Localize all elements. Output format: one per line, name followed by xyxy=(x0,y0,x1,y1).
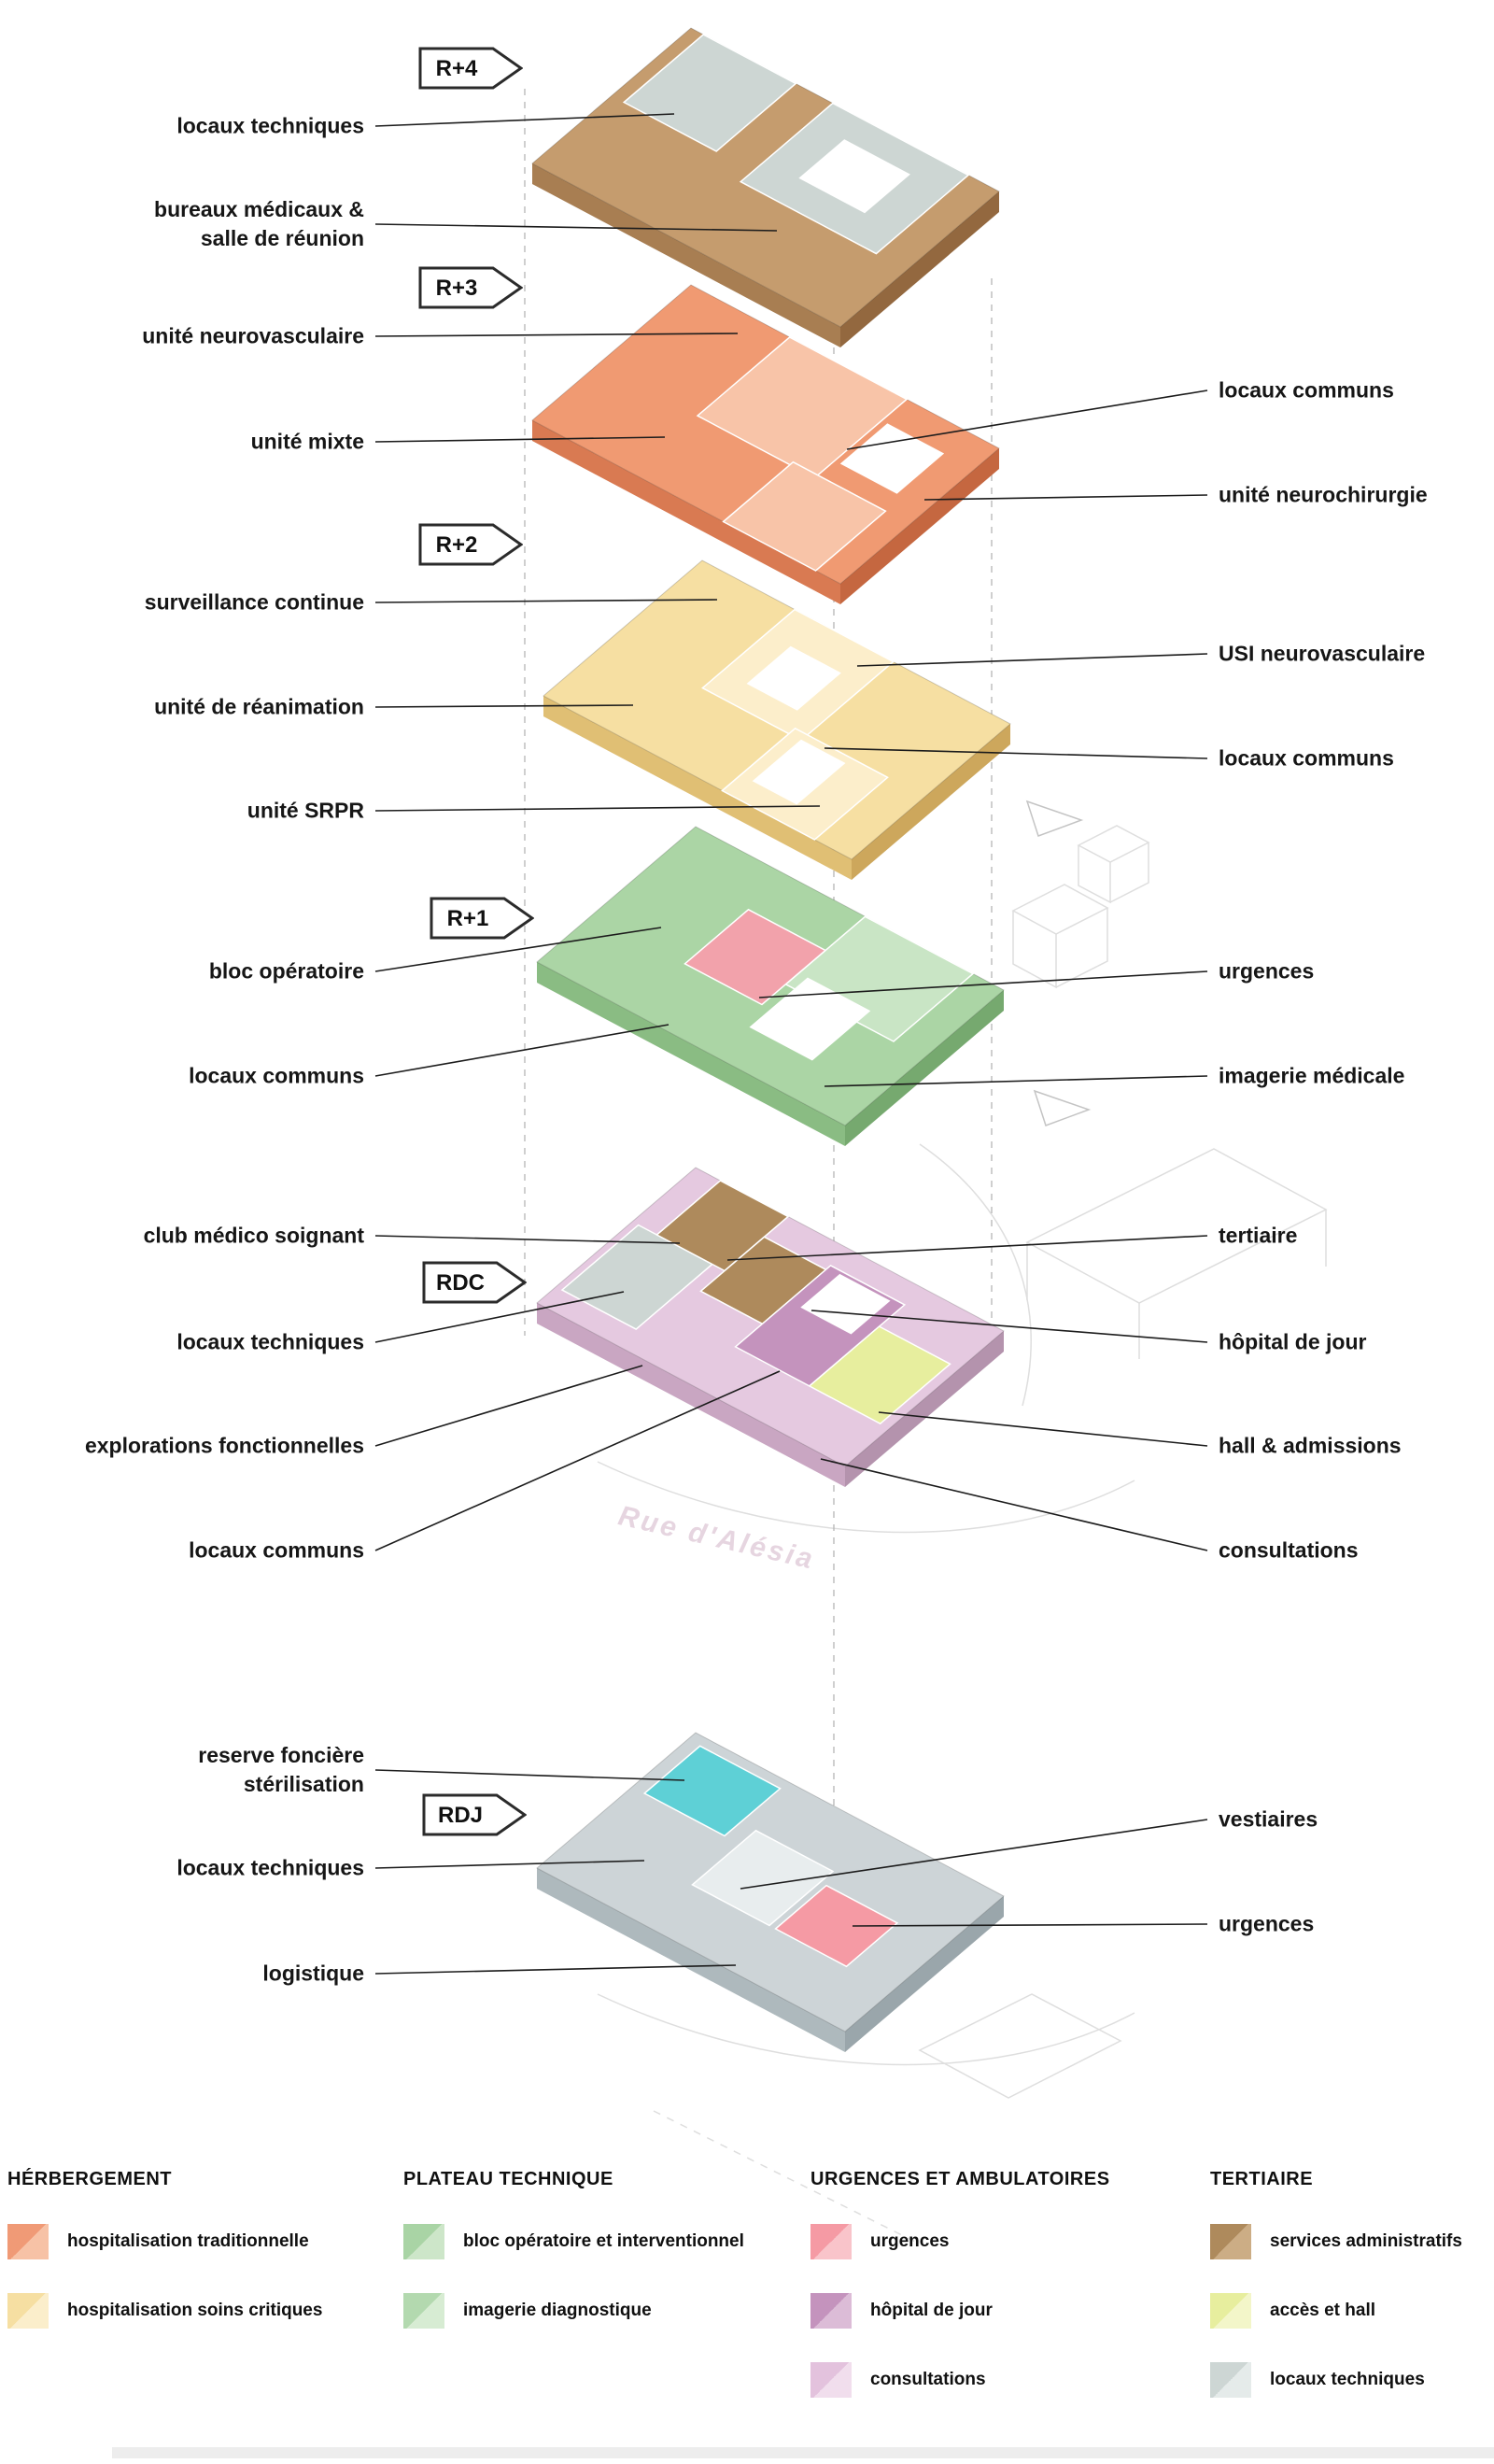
legend-section-title: PLATEAU TECHNIQUE xyxy=(403,2169,613,2189)
legend-item-label: bloc opératoire et interventionnel xyxy=(463,2231,744,2251)
legend-color-swatch xyxy=(1210,2362,1251,2398)
floor-plate-r3 xyxy=(531,284,1000,604)
legend-color-swatch xyxy=(810,2293,852,2329)
flow-arrow-icons xyxy=(1025,800,1092,1126)
legend-color-swatch xyxy=(403,2224,444,2259)
legend-color-swatch xyxy=(7,2293,49,2329)
legend-section-plateau-technique: PLATEAU TECHNIQUE bloc opératoire et inte… xyxy=(403,2169,810,2398)
legend-color-swatch xyxy=(403,2293,444,2329)
site-context-linework xyxy=(597,825,1328,2243)
legend-item-label: locaux techniques xyxy=(1270,2370,1425,2389)
legend-item-label: accès et hall xyxy=(1270,2301,1376,2320)
leader-line xyxy=(374,1365,643,1447)
legend-item-label: consultations xyxy=(870,2370,986,2389)
legend-item-label: imagerie diagnostique xyxy=(463,2301,652,2320)
leader-line xyxy=(374,436,666,443)
leader-line xyxy=(824,1075,1208,1087)
legend-item-acc-s-et-hall: accès et hall xyxy=(1210,2293,1494,2329)
leader-line xyxy=(824,747,1208,759)
legend-item-h-pital-de-jour: hôpital de jour xyxy=(810,2293,1210,2329)
leader-line xyxy=(374,805,821,812)
legend-color-swatch xyxy=(1210,2224,1251,2259)
arrow-icon xyxy=(1033,1089,1092,1126)
legend-item-hospitalisation-soins-critiques: hospitalisation soins critiques xyxy=(7,2293,403,2329)
leader-line xyxy=(374,1024,669,1077)
legend-section-title: URGENCES ET AMBULATOIRES xyxy=(810,2169,1110,2189)
floor-plates xyxy=(531,27,1011,2052)
legend-item-label: hospitalisation traditionnelle xyxy=(67,2231,309,2251)
leader-line xyxy=(374,1235,681,1244)
leader-line xyxy=(810,1310,1208,1343)
legend-item-imagerie-diagnostique: imagerie diagnostique xyxy=(403,2293,810,2329)
legend-item-label: hospitalisation soins critiques xyxy=(67,2301,323,2320)
legend-section-title: HÉRBERGEMENT xyxy=(7,2169,173,2189)
legend-item-label: urgences xyxy=(870,2231,950,2251)
floor-plate-rdj xyxy=(536,1732,1005,2052)
legend-color-swatch xyxy=(810,2362,852,2398)
legend-item-label: services administratifs xyxy=(1270,2231,1462,2251)
page-bottom-strip xyxy=(112,2447,1494,2458)
legend-item-bloc-op-ratoire-et-interventionnel: bloc opératoire et interventionnel xyxy=(403,2224,810,2259)
leader-line xyxy=(374,599,718,603)
leader-line xyxy=(374,223,778,232)
legend-item-locaux-techniques: locaux techniques xyxy=(1210,2362,1494,2398)
leader-line xyxy=(374,927,662,972)
leader-line xyxy=(374,704,634,708)
legend-section-title: TERTIAIRE xyxy=(1210,2169,1314,2189)
leader-line xyxy=(923,494,1208,501)
legend-item-consultations: consultations xyxy=(810,2362,1210,2398)
leader-line xyxy=(846,389,1208,450)
floor-plate-rdc xyxy=(536,1167,1005,1487)
legend-color-swatch xyxy=(1210,2293,1251,2329)
leader-line xyxy=(740,1819,1208,1890)
legend-section-urgences-et-ambulatoires: URGENCES ET AMBULATOIRES urgences hôpital … xyxy=(810,2169,1210,2398)
legend-item-urgences: urgences xyxy=(810,2224,1210,2259)
legend-section-h-rbergement: HÉRBERGEMENT hospitalisation traditionnel… xyxy=(7,2169,403,2398)
arrow-icon xyxy=(1025,800,1084,837)
leader-line xyxy=(374,333,739,337)
leader-lines xyxy=(374,113,1208,1975)
legend-item-services-administratifs: services administratifs xyxy=(1210,2224,1494,2259)
leader-line xyxy=(374,1370,781,1551)
floor-plate-r2 xyxy=(543,559,1011,880)
leader-line xyxy=(374,1291,625,1343)
floor-plate-r1 xyxy=(536,826,1005,1146)
legend-item-hospitalisation-traditionnelle: hospitalisation traditionnelle xyxy=(7,2224,403,2259)
legend-section-tertiaire: TERTIAIRE services administratifs accès et… xyxy=(1210,2169,1494,2398)
leader-line xyxy=(856,653,1208,667)
legend-color-swatch xyxy=(7,2224,49,2259)
floor-plate-r4 xyxy=(531,27,1000,347)
leader-line xyxy=(374,1769,685,1781)
leader-line xyxy=(820,1458,1208,1551)
leader-line xyxy=(374,113,675,127)
legend: HÉRBERGEMENT hospitalisation traditionnel… xyxy=(7,2169,1494,2398)
leader-line xyxy=(726,1235,1208,1261)
leader-line xyxy=(374,1964,737,1975)
leader-line xyxy=(374,1860,645,1869)
leader-line xyxy=(852,1923,1208,1927)
legend-color-swatch xyxy=(810,2224,852,2259)
leader-line xyxy=(758,970,1208,998)
leader-line xyxy=(878,1411,1208,1447)
legend-item-label: hôpital de jour xyxy=(870,2301,993,2320)
